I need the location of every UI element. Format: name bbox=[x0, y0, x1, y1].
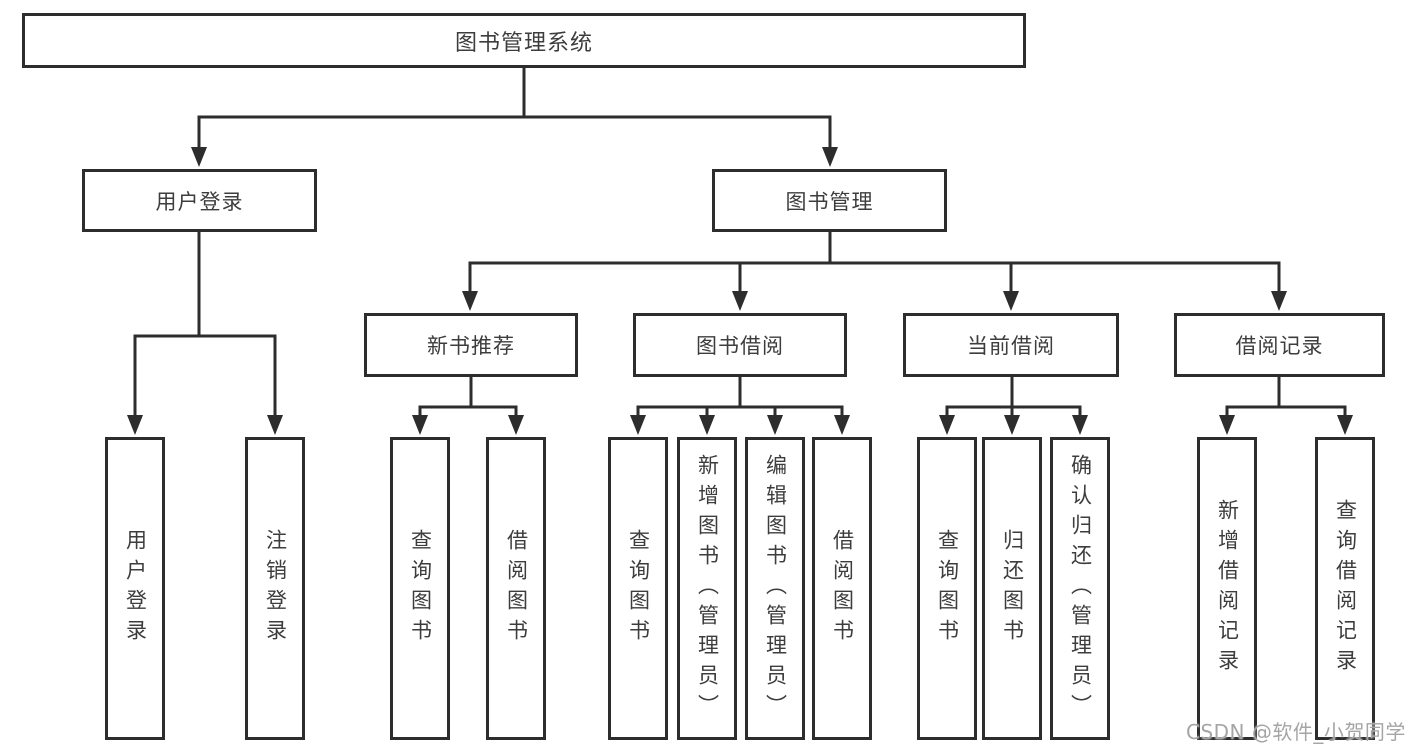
leaf-borrow-books: 借阅图书 bbox=[486, 437, 546, 740]
leaf-query-borrow-record: 查询借阅记录 bbox=[1315, 437, 1375, 740]
leaf-return-book-label: 归还图书 bbox=[1000, 528, 1025, 649]
node-book-borrow: 图书借阅 bbox=[633, 313, 847, 377]
leaf-borrow-books-2: 借阅图书 bbox=[812, 437, 872, 740]
node-new-book-recommend: 新书推荐 bbox=[364, 313, 578, 377]
node-new-book-recommend-label: 新书推荐 bbox=[427, 334, 515, 358]
leaf-add-borrow-record-label: 新增借阅记录 bbox=[1215, 498, 1240, 679]
node-user-login-label: 用户登录 bbox=[155, 189, 244, 214]
leaf-confirm-return-admin-label: 确认归还（管理员） bbox=[1068, 453, 1093, 724]
leaf-borrow-books-label: 借阅图书 bbox=[504, 528, 529, 649]
node-current-borrow: 当前借阅 bbox=[903, 313, 1119, 377]
node-root: 图书管理系统 bbox=[22, 13, 1026, 68]
csdn-watermark: CSDN @软件_小贺同学 bbox=[1186, 720, 1405, 744]
leaf-query-books-label: 查询图书 bbox=[408, 528, 433, 649]
leaf-query-borrow-record-label: 查询借阅记录 bbox=[1333, 498, 1358, 679]
node-borrow-record-label: 借阅记录 bbox=[1235, 334, 1324, 358]
leaf-query-books-2: 查询图书 bbox=[608, 437, 668, 740]
leaf-add-book-admin-label: 新增图书（管理员） bbox=[695, 453, 720, 724]
leaf-edit-book-admin: 编辑图书（管理员） bbox=[745, 437, 805, 740]
leaf-query-books-3-label: 查询图书 bbox=[935, 528, 960, 649]
leaf-logout: 注销登录 bbox=[245, 437, 305, 740]
node-book-management: 图书管理 bbox=[712, 169, 947, 232]
node-root-label: 图书管理系统 bbox=[454, 30, 593, 56]
leaf-return-book: 归还图书 bbox=[982, 437, 1042, 740]
node-book-management-label: 图书管理 bbox=[785, 189, 874, 214]
leaf-confirm-return-admin: 确认归还（管理员） bbox=[1050, 437, 1110, 740]
node-current-borrow-label: 当前借阅 bbox=[967, 334, 1055, 358]
leaf-add-book-admin: 新增图书（管理员） bbox=[677, 437, 737, 740]
leaf-add-borrow-record: 新增借阅记录 bbox=[1197, 437, 1257, 740]
leaf-logout-label: 注销登录 bbox=[263, 528, 288, 649]
leaf-borrow-books-2-label: 借阅图书 bbox=[830, 528, 855, 649]
node-book-borrow-label: 图书借阅 bbox=[696, 334, 784, 358]
leaf-edit-book-admin-label: 编辑图书（管理员） bbox=[763, 453, 788, 724]
leaf-user-login: 用户登录 bbox=[105, 437, 165, 740]
node-borrow-record: 借阅记录 bbox=[1174, 313, 1385, 377]
arrowheads bbox=[127, 147, 1353, 435]
leaf-query-books-2-label: 查询图书 bbox=[626, 528, 651, 649]
leaf-query-books: 查询图书 bbox=[390, 437, 450, 740]
node-user-login: 用户登录 bbox=[82, 169, 317, 232]
leaf-user-login-label: 用户登录 bbox=[123, 528, 148, 649]
tree-edges bbox=[133, 67, 1347, 418]
leaf-query-books-3: 查询图书 bbox=[917, 437, 977, 740]
